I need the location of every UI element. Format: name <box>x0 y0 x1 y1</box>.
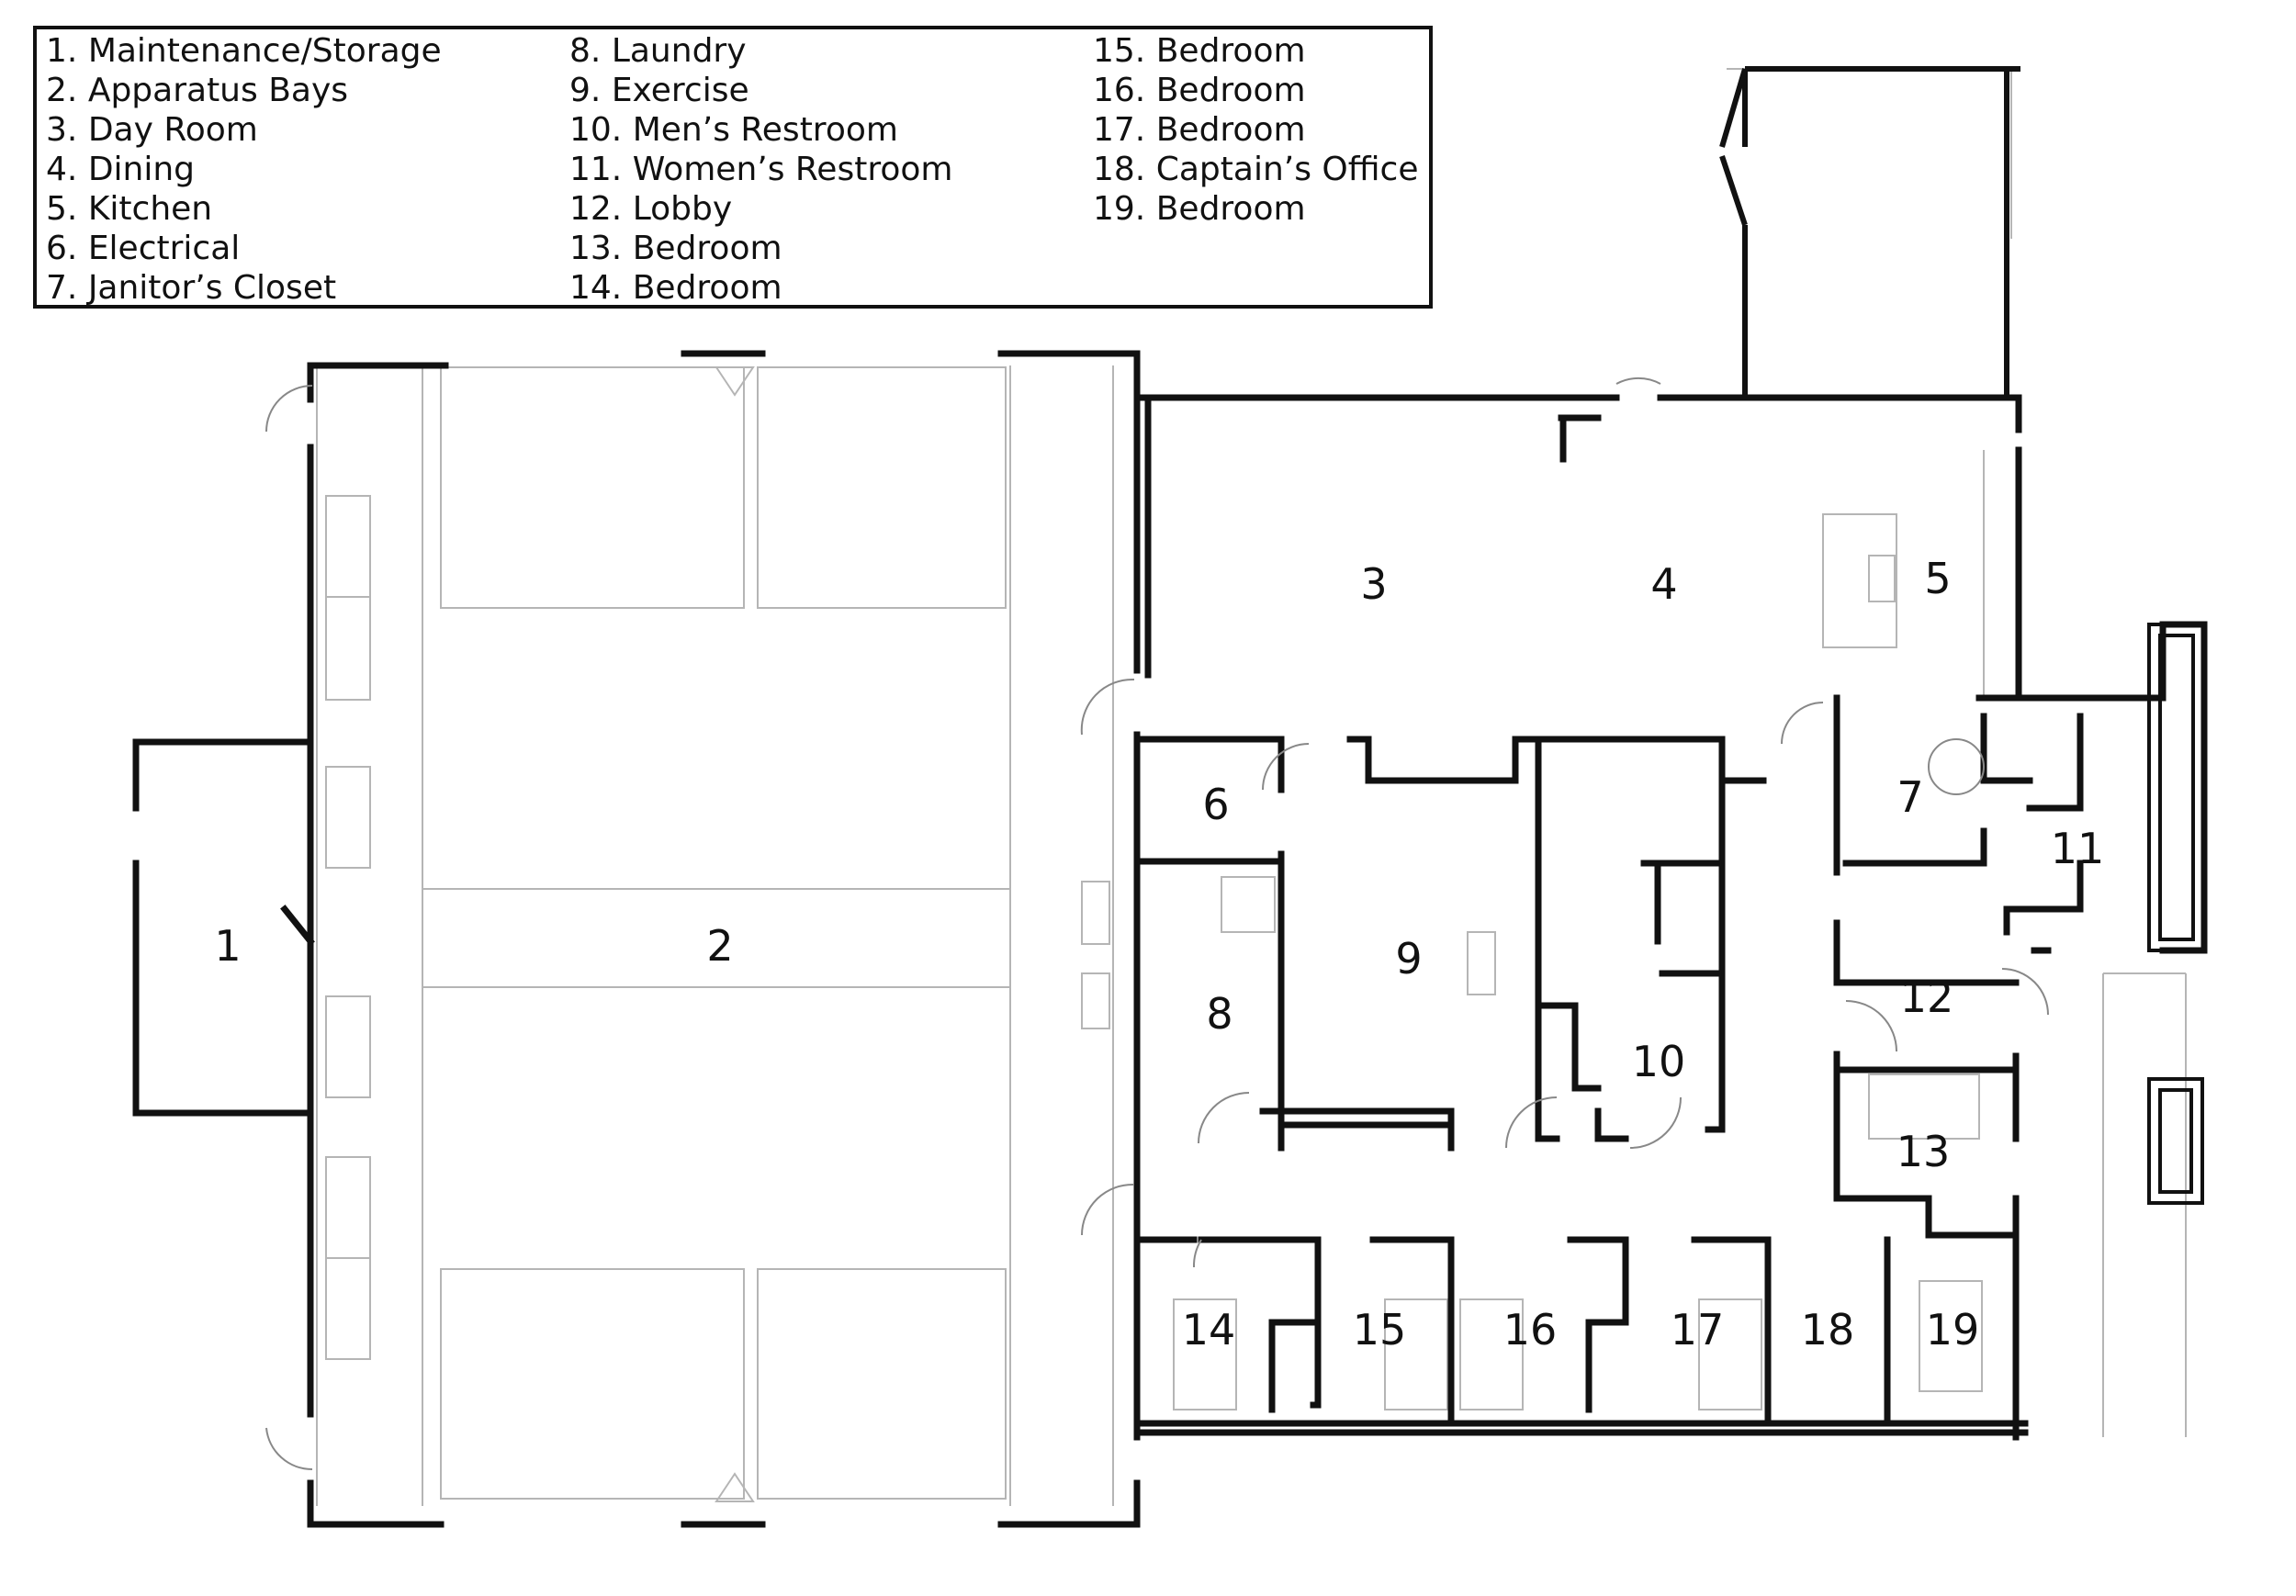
legend-name: Bedroom <box>1155 32 1306 70</box>
legend-item: 8. Laundry <box>569 31 952 71</box>
legend-number: 14. <box>569 269 623 307</box>
legend-name: Day Room <box>87 111 258 149</box>
legend-number: 16. <box>1093 72 1146 109</box>
room-label-6: 6 <box>1202 780 1230 829</box>
legend-item: 19. Bedroom <box>1093 189 1419 229</box>
legend-name: Kitchen <box>87 190 213 228</box>
legend-name: Bedroom <box>1155 72 1306 109</box>
room-label-8: 8 <box>1206 989 1233 1039</box>
legend-number: 15. <box>1093 32 1146 70</box>
legend-item: 14. Bedroom <box>569 268 952 308</box>
legend-number: 8. <box>569 32 602 70</box>
legend-item: 11. Women’s Restroom <box>569 150 952 189</box>
room-label-13: 13 <box>1896 1127 1951 1176</box>
legend-item: 16. Bedroom <box>1093 71 1419 110</box>
room-label-9: 9 <box>1395 934 1423 983</box>
room-label-7: 7 <box>1896 772 1924 822</box>
room-legend: 1. Maintenance/Storage 2. Apparatus Bays… <box>33 26 1433 309</box>
legend-number: 3. <box>46 111 78 149</box>
legend-column-3: 15. Bedroom 16. Bedroom 17. Bedroom 18. … <box>1093 31 1419 229</box>
legend-item: 2. Apparatus Bays <box>46 71 442 110</box>
room-label-1: 1 <box>214 921 242 971</box>
legend-name: Dining <box>87 151 196 188</box>
room-label-15: 15 <box>1352 1305 1407 1354</box>
legend-number: 19. <box>1093 190 1146 228</box>
legend-name: Bedroom <box>632 230 782 267</box>
room-label-2: 2 <box>706 921 734 971</box>
legend-item: 7. Janitor’s Closet <box>46 268 442 308</box>
legend-name: Apparatus Bays <box>87 72 349 109</box>
legend-name: Men’s Restroom <box>632 111 898 149</box>
room-label-4: 4 <box>1650 559 1678 609</box>
legend-number: 13. <box>569 230 623 267</box>
legend-name: Bedroom <box>1155 190 1306 228</box>
room-label-5: 5 <box>1924 554 1952 603</box>
legend-item: 9. Exercise <box>569 71 952 110</box>
legend-number: 17. <box>1093 111 1146 149</box>
legend-name: Exercise <box>611 72 749 109</box>
legend-item: 12. Lobby <box>569 189 952 229</box>
room-label-14: 14 <box>1181 1305 1236 1354</box>
legend-name: Bedroom <box>632 269 782 307</box>
legend-name: Maintenance/Storage <box>87 32 442 70</box>
legend-item: 6. Electrical <box>46 229 442 268</box>
room-label-18: 18 <box>1800 1305 1855 1354</box>
legend-item: 13. Bedroom <box>569 229 952 268</box>
room-label-10: 10 <box>1631 1037 1686 1086</box>
legend-item: 5. Kitchen <box>46 189 442 229</box>
room-label-3: 3 <box>1360 559 1388 609</box>
legend-number: 18. <box>1093 151 1146 188</box>
room-label-19: 19 <box>1925 1305 1980 1354</box>
legend-item: 17. Bedroom <box>1093 110 1419 150</box>
room-label-11: 11 <box>2050 824 2105 873</box>
legend-name: Janitor’s Closet <box>87 269 337 307</box>
legend-number: 2. <box>46 72 78 109</box>
legend-name: Women’s Restroom <box>632 151 953 188</box>
legend-number: 6. <box>46 230 78 267</box>
legend-number: 12. <box>569 190 623 228</box>
legend-number: 5. <box>46 190 78 228</box>
legend-number: 1. <box>46 32 78 70</box>
legend-item: 10. Men’s Restroom <box>569 110 952 150</box>
legend-name: Laundry <box>611 32 747 70</box>
legend-name: Lobby <box>632 190 733 228</box>
legend-number: 11. <box>569 151 623 188</box>
room-label-17: 17 <box>1670 1305 1725 1354</box>
legend-item: 3. Day Room <box>46 110 442 150</box>
legend-name: Captain’s Office <box>1155 151 1419 188</box>
legend-number: 10. <box>569 111 623 149</box>
legend-name: Electrical <box>87 230 241 267</box>
room-label-12: 12 <box>1899 972 1954 1022</box>
legend-column-1: 1. Maintenance/Storage 2. Apparatus Bays… <box>46 31 442 308</box>
legend-item: 1. Maintenance/Storage <box>46 31 442 71</box>
legend-name: Bedroom <box>1155 111 1306 149</box>
legend-number: 9. <box>569 72 602 109</box>
legend-number: 7. <box>46 269 78 307</box>
room-label-16: 16 <box>1503 1305 1558 1354</box>
legend-item: 4. Dining <box>46 150 442 189</box>
legend-item: 18. Captain’s Office <box>1093 150 1419 189</box>
legend-number: 4. <box>46 151 78 188</box>
legend-column-2: 8. Laundry 9. Exercise 10. Men’s Restroo… <box>569 31 952 308</box>
legend-item: 15. Bedroom <box>1093 31 1419 71</box>
